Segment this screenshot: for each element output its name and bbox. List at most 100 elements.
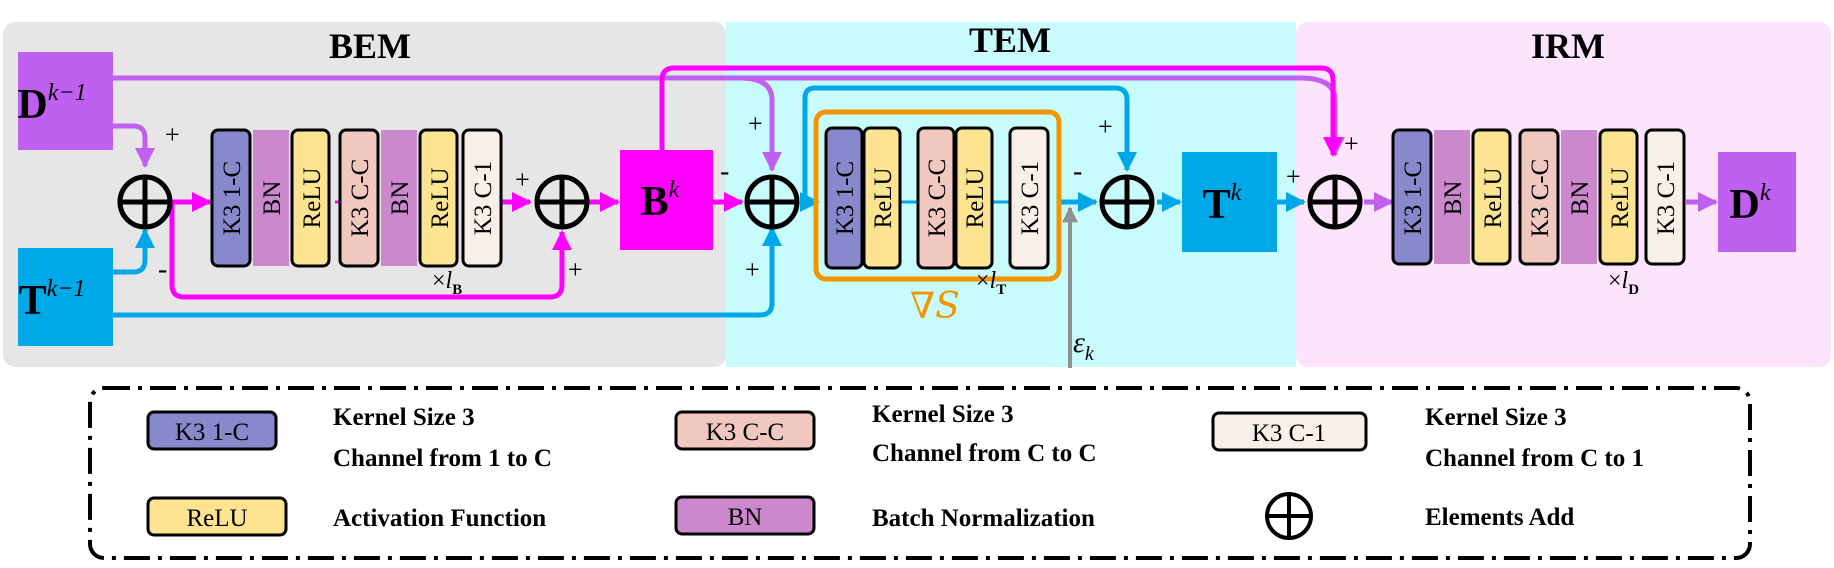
svg-text:Tk: Tk bbox=[1203, 180, 1242, 228]
legend-relu: ReLU Activation Function bbox=[146, 496, 546, 537]
tk-node: Tk bbox=[1182, 152, 1277, 252]
svg-text:ReLU: ReLU bbox=[1480, 167, 1507, 228]
svg-text:K3 C-C: K3 C-C bbox=[924, 159, 951, 237]
add-node-irm bbox=[1307, 174, 1363, 230]
legend-add-desc: Elements Add bbox=[1425, 504, 1574, 531]
legend-add-icon bbox=[1265, 492, 1313, 540]
tprev-sup: k−1 bbox=[47, 276, 86, 302]
bem-chain: K3 1-C BN ReLU K3 C-C BN ReLU K3 C-1 bbox=[210, 128, 503, 268]
legend-conv-cc-line1: Kernel Size 3 bbox=[872, 401, 1014, 428]
legend-conv-c1-line1: Kernel Size 3 bbox=[1425, 404, 1567, 431]
svg-text:ReLU: ReLU bbox=[962, 167, 989, 228]
legend-bn-desc: Batch Normalization bbox=[872, 505, 1095, 532]
legend-add: Elements Add bbox=[1265, 492, 1574, 540]
sign-irm-left: + bbox=[1286, 162, 1301, 191]
svg-text:K3 C-1: K3 C-1 bbox=[1653, 161, 1680, 235]
svg-text:K3 C-C: K3 C-C bbox=[1527, 159, 1554, 237]
legend-conv-1c-label: K3 1-C bbox=[175, 419, 249, 446]
sign-bem1-top: + bbox=[165, 120, 180, 149]
tem-title: TEM bbox=[969, 20, 1051, 60]
legend-conv-1c-line2: Channel from 1 to C bbox=[333, 445, 552, 472]
irm-chain: K3 1-C BN ReLU K3 C-C BN ReLU K3 C-1 bbox=[1391, 128, 1686, 266]
svg-text:ReLU: ReLU bbox=[870, 167, 897, 228]
irm-block-conv-cc: K3 C-C bbox=[1518, 128, 1560, 266]
irm-block-conv-c1: K3 C-1 bbox=[1644, 128, 1686, 266]
bk-node: Bk bbox=[620, 150, 713, 250]
svg-text:K3 C-C: K3 C-C bbox=[347, 159, 374, 237]
sign-irm-top: + bbox=[1344, 129, 1359, 158]
arrow-bk-to-irm-add bbox=[659, 65, 1343, 157]
bem-repeat-label: ×lB bbox=[432, 268, 462, 298]
svg-text:BN: BN bbox=[259, 181, 286, 216]
legend-conv-cc: K3 C-C Kernel Size 3 Channel from C to C bbox=[674, 401, 1097, 467]
sign-bem1-bottom: - bbox=[158, 254, 167, 285]
bem-block-relu-1: ReLU bbox=[290, 128, 331, 268]
tprev-base: T bbox=[19, 278, 47, 324]
tk-base: T bbox=[1203, 182, 1231, 228]
irm-repeat-label: ×lD bbox=[1608, 268, 1639, 298]
legend-conv-cc-label: K3 C-C bbox=[706, 419, 784, 446]
dk-node: Dk bbox=[1718, 152, 1796, 252]
svg-text:K3 1-C: K3 1-C bbox=[832, 161, 859, 235]
irm-block-bn-1: BN bbox=[1434, 130, 1470, 264]
irm-block-relu-1: ReLU bbox=[1471, 128, 1512, 266]
arrow-tem-skip bbox=[802, 85, 1137, 202]
svg-text:ReLU: ReLU bbox=[299, 167, 326, 228]
arrow-tprev-to-add1 bbox=[113, 228, 155, 275]
arrow-skip-to-add2 bbox=[169, 202, 572, 300]
dprev-node: Dk−1 bbox=[17, 52, 113, 150]
bem-block-conv-1c: K3 1-C bbox=[210, 128, 252, 268]
legend-relu-label: ReLU bbox=[186, 505, 247, 532]
sign-tem1-bottom: + bbox=[745, 255, 760, 284]
bem-title: BEM bbox=[329, 26, 411, 66]
svg-text:ReLU: ReLU bbox=[1607, 167, 1634, 228]
bem-block-conv-cc: K3 C-C bbox=[338, 128, 380, 268]
dk-base: D bbox=[1730, 182, 1760, 228]
tprev-node: Tk−1 bbox=[18, 248, 113, 346]
add-node-tem-2 bbox=[1099, 174, 1155, 230]
bem-block-bn-2: BN bbox=[381, 130, 417, 266]
add-node-tem-1 bbox=[744, 174, 800, 230]
svg-text:BN: BN bbox=[387, 181, 414, 216]
irm-block-relu-2: ReLU bbox=[1598, 128, 1639, 266]
tem-block-conv-1c: K3 1-C bbox=[824, 126, 864, 270]
irm-block-conv-1c: K3 1-C bbox=[1391, 128, 1433, 266]
add-node-bem-1 bbox=[117, 174, 173, 230]
tem-chain: K3 1-C ReLU K3 C-C ReLU K3 C-1 bbox=[824, 126, 1050, 270]
legend-conv-c1: K3 C-1 Kernel Size 3 Channel from C to 1 bbox=[1211, 404, 1644, 472]
irm-title: IRM bbox=[1531, 26, 1605, 66]
tem-block-conv-c1: K3 C-1 bbox=[1008, 126, 1050, 270]
sign-tem2-top: + bbox=[1098, 112, 1113, 141]
arrow-tprev-to-tem-add bbox=[113, 226, 782, 318]
legend-conv-c1-line2: Channel from C to 1 bbox=[1425, 445, 1644, 472]
sign-tem1-left: - bbox=[720, 156, 729, 187]
arrow-dprev-to-add1 bbox=[113, 123, 155, 168]
sign-bem2-bottom: + bbox=[568, 255, 583, 284]
legend-conv-1c: K3 1-C Kernel Size 3 Channel from 1 to C bbox=[146, 404, 552, 472]
tem-repeat-label: ×lT bbox=[976, 268, 1006, 298]
legend-conv-c1-label: K3 C-1 bbox=[1252, 420, 1326, 447]
add-node-bem-2 bbox=[534, 174, 590, 230]
legend-conv-cc-line2: Channel from C to C bbox=[872, 440, 1097, 467]
gradient-box bbox=[813, 109, 1062, 282]
epsilon-label: εk bbox=[1073, 326, 1095, 365]
bk-base: B bbox=[641, 179, 669, 225]
bem-block-bn-1: BN bbox=[253, 130, 289, 266]
tem-block-relu-2: ReLU bbox=[954, 126, 994, 270]
tk-sup: k bbox=[1231, 180, 1242, 206]
sign-tem1-top: + bbox=[748, 109, 763, 138]
irm-block-bn-2: BN bbox=[1561, 130, 1597, 264]
tem-block-conv-cc: K3 C-C bbox=[916, 126, 956, 270]
sign-tem2-left: - bbox=[1073, 156, 1082, 187]
legend-bn-label: BN bbox=[728, 504, 763, 531]
svg-text:K3 1-C: K3 1-C bbox=[219, 161, 246, 235]
bem-block-conv-c1: K3 C-1 bbox=[461, 128, 503, 268]
legend-relu-desc: Activation Function bbox=[333, 505, 546, 532]
legend-conv-1c-line1: Kernel Size 3 bbox=[333, 404, 475, 431]
svg-text:Dk−1: Dk−1 bbox=[17, 80, 86, 128]
bem-block-relu-2: ReLU bbox=[418, 128, 459, 268]
dk-sup: k bbox=[1760, 180, 1771, 206]
svg-text:K3 C-1: K3 C-1 bbox=[1017, 161, 1044, 235]
svg-text:BN: BN bbox=[1567, 181, 1594, 216]
